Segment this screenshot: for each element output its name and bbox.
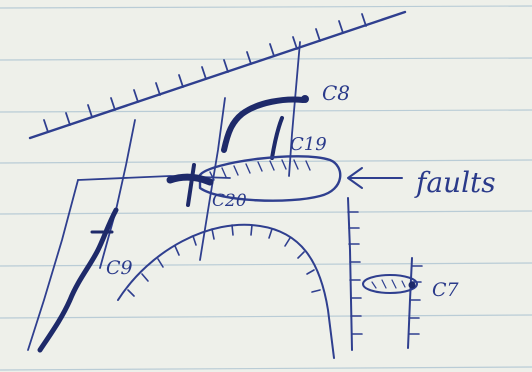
faults-arrow-head: [347, 167, 363, 189]
ruled-line: [0, 314, 532, 319]
faults-ellipse: [198, 155, 342, 202]
ruled-line: [0, 262, 532, 267]
left-slope-line: [27, 179, 79, 351]
thick-stroke-c20: [166, 173, 214, 186]
label-c20: C20: [212, 191, 247, 211]
label-c19: C19: [290, 134, 327, 155]
far-right-vertical-ticks: [408, 265, 423, 335]
arch-ticks: [127, 224, 321, 297]
label-c7: C7: [432, 279, 460, 301]
ruled-line: [0, 366, 532, 371]
thick-stroke-c19: [270, 116, 284, 160]
ruled-line: [0, 210, 532, 215]
point-c7: [408, 281, 416, 289]
c7-ellipse: [362, 274, 418, 294]
label-c8: C8: [322, 81, 350, 105]
fault-line-c19: [288, 41, 301, 177]
ruled-line: [0, 5, 532, 9]
label-c9: C9: [106, 257, 133, 279]
upper-boundary-line: [28, 10, 407, 140]
thick-stroke-c20-vertical: [186, 163, 196, 207]
faults-ellipse-hatch: [209, 159, 311, 181]
horizontal-line: [77, 175, 231, 181]
c7-ellipse-hatch: [371, 279, 406, 289]
point-c8: [301, 95, 309, 103]
label-faults: faults: [414, 166, 496, 199]
upper-boundary-ticks: [43, 13, 367, 133]
thick-stroke-c8: [221, 96, 306, 153]
fault-line-c20: [199, 97, 226, 261]
right-vertical-ticks: [347, 211, 363, 335]
fault-line-c9: [99, 119, 136, 269]
arch-line: [117, 223, 335, 359]
right-vertical-line: [347, 197, 353, 351]
ruled-line: [0, 159, 532, 164]
ruled-line: [0, 109, 532, 113]
